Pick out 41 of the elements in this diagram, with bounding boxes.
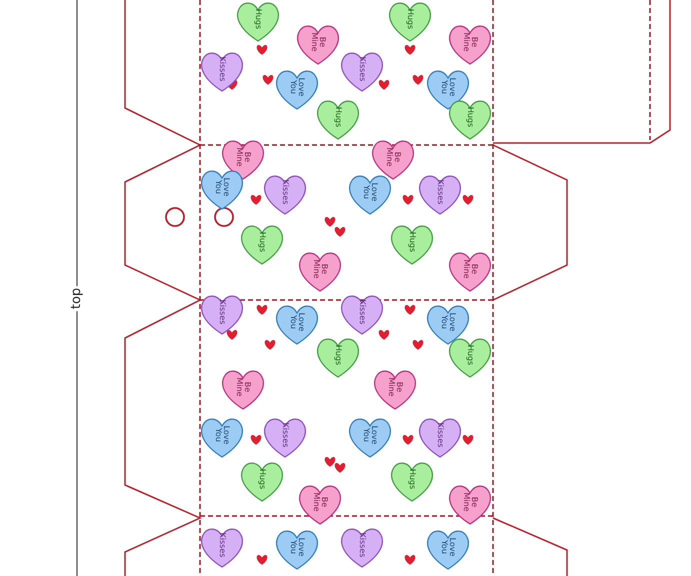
heart-text: Kisses — [218, 56, 226, 84]
heart-text: Be Mine — [235, 146, 251, 170]
heart-text: Be Mine — [462, 32, 478, 54]
heart-text: Be Mine — [385, 146, 401, 170]
heart-text: Kisses — [358, 299, 366, 327]
heart-text: Kisses — [281, 422, 289, 450]
heart-text: Be Mine — [462, 492, 478, 514]
heart-text: Hugs — [408, 468, 416, 492]
heart-text: Kisses — [436, 179, 444, 207]
heart-text: Love You — [214, 425, 230, 447]
heart-text: Kisses — [218, 532, 226, 560]
heart-text: Hugs — [258, 231, 266, 255]
heart-text: Be Mine — [235, 376, 251, 400]
heart-text: Hugs — [254, 8, 262, 32]
heart-text: Kisses — [218, 299, 226, 327]
heart-text: Love You — [214, 177, 230, 199]
side-label: top — [68, 286, 86, 312]
heart-text: Hugs — [258, 468, 266, 492]
heart-text: Be Mine — [312, 492, 328, 514]
heart-text: Love You — [362, 182, 378, 204]
heart-text: Love You — [440, 312, 456, 334]
heart-text: Kisses — [436, 422, 444, 450]
heart-text: Love You — [289, 77, 305, 99]
heart-text: Be Mine — [462, 258, 478, 282]
heart-text: Love You — [289, 537, 305, 559]
heart-text: Hugs — [408, 231, 416, 255]
heart-text: Kisses — [358, 56, 366, 84]
heart-text: Hugs — [466, 106, 474, 130]
heart-text: Be Mine — [312, 258, 328, 282]
heart-text: Kisses — [358, 532, 366, 560]
heart-text: Hugs — [334, 344, 342, 368]
heart-text: Love You — [440, 77, 456, 99]
heart-text: Love You — [289, 312, 305, 334]
heart-text: Love You — [440, 537, 456, 559]
heart-text: Hugs — [406, 8, 414, 32]
heart-text: Be Mine — [387, 376, 403, 400]
heart-text: Hugs — [466, 344, 474, 368]
heart-text: Love You — [362, 425, 378, 447]
heart-text: Hugs — [334, 106, 342, 130]
heart-text: Kisses — [281, 179, 289, 207]
heart-text: Be Mine — [310, 32, 326, 54]
